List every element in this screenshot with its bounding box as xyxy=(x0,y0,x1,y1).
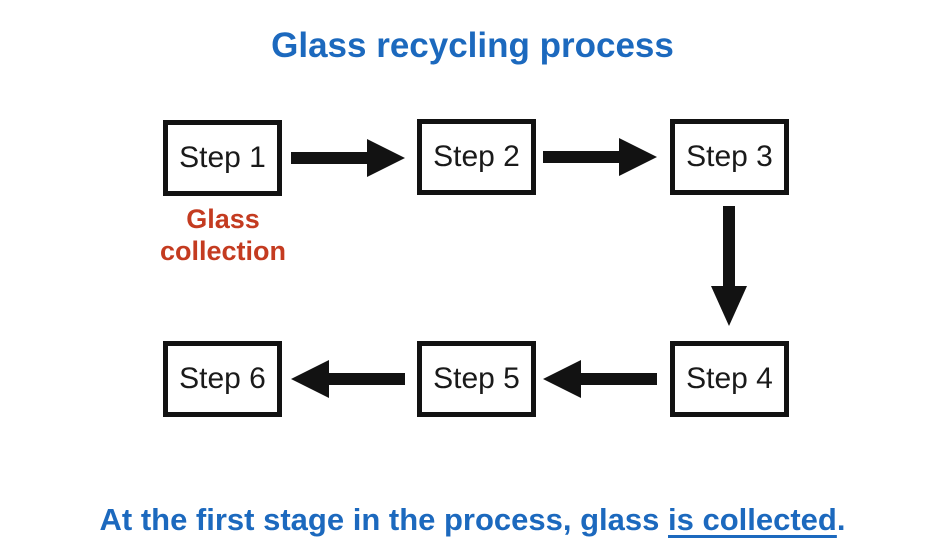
step-3-box: Step 3 xyxy=(670,119,789,195)
step-2-label: Step 2 xyxy=(433,140,520,173)
page-title: Glass recycling process xyxy=(271,26,674,65)
arrow-head xyxy=(291,360,329,398)
caption-prefix: At the first stage in the process, glass xyxy=(99,502,668,537)
step-5-label: Step 5 xyxy=(433,362,520,395)
step-1-label: Step 1 xyxy=(179,141,266,174)
arrow-head xyxy=(711,286,747,326)
step-3-label: Step 3 xyxy=(686,140,773,173)
arrow-head xyxy=(619,138,657,176)
step-6-label: Step 6 xyxy=(179,362,266,395)
arrow-shaft xyxy=(326,373,405,385)
arrow-shaft xyxy=(723,206,735,288)
arrow-step4-to-step5-icon xyxy=(543,360,657,398)
step-1-annotation: Glass collection xyxy=(159,204,287,267)
arrow-step3-to-step4-icon xyxy=(711,206,747,326)
arrow-head xyxy=(367,139,405,177)
step-5-box: Step 5 xyxy=(417,341,536,417)
step-4-label: Step 4 xyxy=(686,362,773,395)
arrow-step5-to-step6-icon xyxy=(291,360,405,398)
arrow-step2-to-step3-icon xyxy=(543,138,657,176)
arrow-head xyxy=(543,360,581,398)
step-2-box: Step 2 xyxy=(417,119,536,195)
arrow-shaft xyxy=(543,151,622,163)
arrow-step1-to-step2-icon xyxy=(291,139,405,177)
caption-suffix: . xyxy=(836,502,846,537)
arrow-shaft xyxy=(291,152,370,164)
caption-underlined-phrase: is collected xyxy=(668,502,837,537)
caption: At the first stage in the process, glass… xyxy=(0,502,945,538)
step-1-box: Step 1 xyxy=(163,120,282,196)
arrow-shaft xyxy=(578,373,657,385)
step-4-box: Step 4 xyxy=(670,341,789,417)
step-6-box: Step 6 xyxy=(163,341,282,417)
